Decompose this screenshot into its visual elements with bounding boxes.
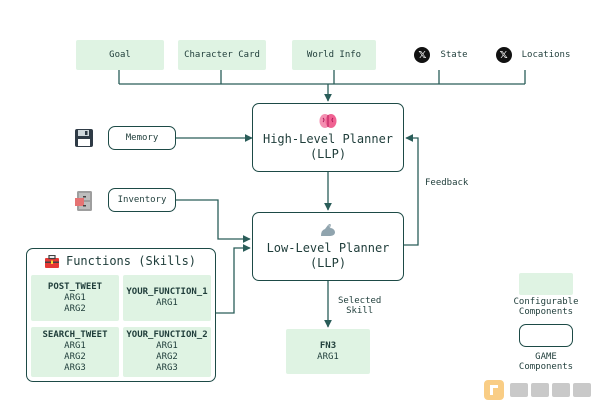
state-item: 𝕏 State [396,44,486,66]
function-arg: ARG1 [64,341,86,351]
functions-header: Functions (Skills) [27,252,213,270]
locations-label: Locations [521,50,571,60]
legend-game-swatch [519,324,573,347]
function-card: SEARCH_TWEET ARG1 ARG2 ARG3 [31,327,119,377]
flexed-arm-icon [319,222,337,238]
function-card: YOUR_FUNCTION_2 ARG1 ARG2 ARG3 [123,327,211,377]
x-logo-icon: 𝕏 [495,47,512,63]
goal-box: Goal [76,40,164,70]
legend-configurable-swatch [519,273,573,295]
selected-function-box: FN3 ARG1 [286,329,370,374]
function-arg: ARG1 [64,292,86,303]
function-name: SEARCH_TWEET [42,330,108,340]
selected-function-name: FN3 [319,340,337,351]
selected-skill-line2: Skill [346,306,374,316]
inventory-label: Inventory [117,195,167,205]
functions-panel: Functions (Skills) POST_TWEET ARG1 ARG2 … [26,248,216,382]
high-level-planner-box: High-Level Planner (LLP) [252,103,404,172]
legend-game-label: GAME Components [506,352,586,372]
function-arg: ARG3 [64,363,86,373]
feedback-arrow [404,134,419,246]
functions-title: Functions (Skills) [65,254,197,268]
functions-arrow [216,244,251,314]
high-level-planner-subtitle: (LLP) [309,147,347,161]
file-cabinet-icon [74,190,94,212]
function-arg: ARG2 [64,352,86,362]
character-card-label: Character Card [184,50,260,60]
low-level-planner-box: Low-Level Planner (LLP) [252,212,404,281]
function-arg: ARG1 [156,298,178,308]
function-name: YOUR_FUNCTION_1 [126,287,208,297]
legend-configurable-label: Configurable Components [506,297,586,317]
x-logo-icon: 𝕏 [414,47,431,63]
locations-item: 𝕏 Locations [488,44,578,66]
brain-icon [319,113,337,129]
memory-label: Memory [125,133,159,143]
toolbox-icon [44,254,60,268]
low-level-planner-title: Low-Level Planner [266,241,390,255]
world-info-label: World Info [306,50,362,60]
watermark-logo-icon [483,378,593,402]
memory-box: Memory [108,126,176,150]
legend-game-line2: Components [518,362,574,372]
floppy-disk-icon [74,128,94,148]
state-label: State [440,50,468,60]
function-arg: ARG1 [156,341,178,351]
goal-label: Goal [109,50,131,60]
inventory-arrow [176,199,251,243]
function-name: YOUR_FUNCTION_2 [126,330,208,340]
legend-configurable-line2: Components [518,307,574,317]
function-arg: ARG3 [156,363,178,373]
function-name: POST_TWEET [47,281,103,292]
high-level-planner-title: High-Level Planner [262,132,394,146]
feedback-label: Feedback [425,178,469,188]
function-card: YOUR_FUNCTION_1 ARG1 [123,275,211,321]
low-level-planner-subtitle: (LLP) [309,256,347,270]
selected-skill-line1: Selected [338,296,382,306]
character-card-box: Character Card [178,40,266,70]
selected-skill-label: Selected Skill [338,296,381,316]
selected-function-arg: ARG1 [317,351,339,362]
inventory-box: Inventory [108,188,176,212]
function-card: POST_TWEET ARG1 ARG2 [31,275,119,321]
legend-configurable-line1: Configurable [513,297,579,307]
function-arg: ARG2 [64,303,86,314]
function-arg: ARG2 [156,352,178,362]
legend-game-line1: GAME [535,352,557,362]
world-info-box: World Info [292,40,376,70]
